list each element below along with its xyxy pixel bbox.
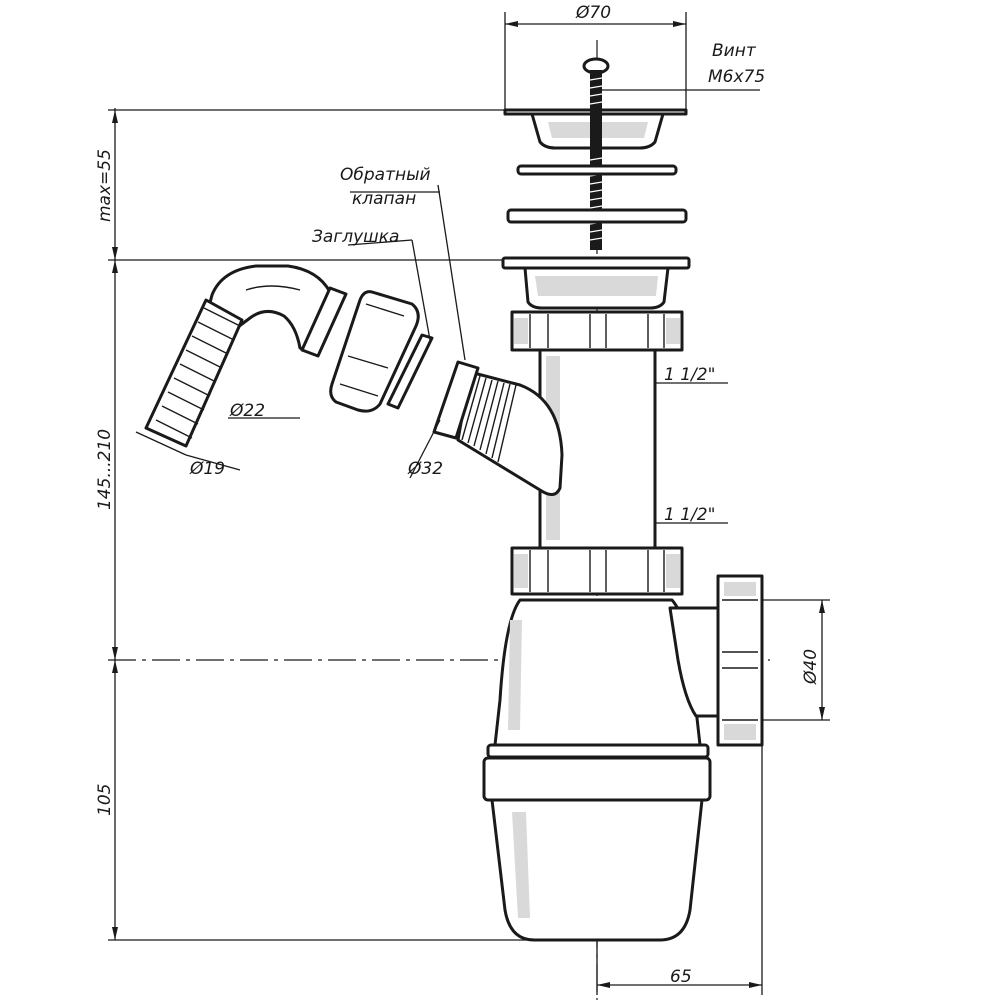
screw xyxy=(582,57,610,250)
lower-nut xyxy=(510,546,684,596)
plug-disc xyxy=(386,333,434,410)
outlet-offset-label: 65 xyxy=(670,967,692,987)
callout-leaders xyxy=(135,184,466,479)
thread-lower-label: 1 1/2" xyxy=(664,505,715,525)
outlet-diameter-label: Ø40 xyxy=(801,649,821,685)
bottom-height-label: 105 xyxy=(95,784,115,816)
height-range-label: 145...210 xyxy=(95,429,115,510)
hose-inner-label: Ø19 xyxy=(189,459,225,479)
text-labels: Ø70 Винт M6x75 Обратный клапан Заглушка … xyxy=(95,3,821,987)
side-outlet xyxy=(668,574,764,747)
upper-nut xyxy=(510,310,684,352)
bottle-trap xyxy=(482,598,712,942)
branch-diameter-label: Ø32 xyxy=(407,459,443,479)
top-diameter-label: Ø70 xyxy=(575,3,611,23)
plug-label: Заглушка xyxy=(312,227,399,247)
gaskets xyxy=(506,164,688,224)
hose-elbow xyxy=(204,264,348,358)
screw-label: Винт xyxy=(712,41,757,61)
corrugated-hose xyxy=(144,298,244,448)
outlet-flange xyxy=(501,256,691,310)
branch-pipe xyxy=(432,360,564,496)
check-valve-label-1: Обратный xyxy=(340,165,431,185)
hose-outer-label: Ø22 xyxy=(229,401,265,421)
screw-size-label: M6x75 xyxy=(708,67,765,87)
dimension-lines xyxy=(108,12,830,995)
thread-upper-label: 1 1/2" xyxy=(664,365,715,385)
union-nut xyxy=(329,290,420,413)
check-valve-label-2: клапан xyxy=(352,189,416,209)
max-height-label: max=55 xyxy=(95,149,115,222)
